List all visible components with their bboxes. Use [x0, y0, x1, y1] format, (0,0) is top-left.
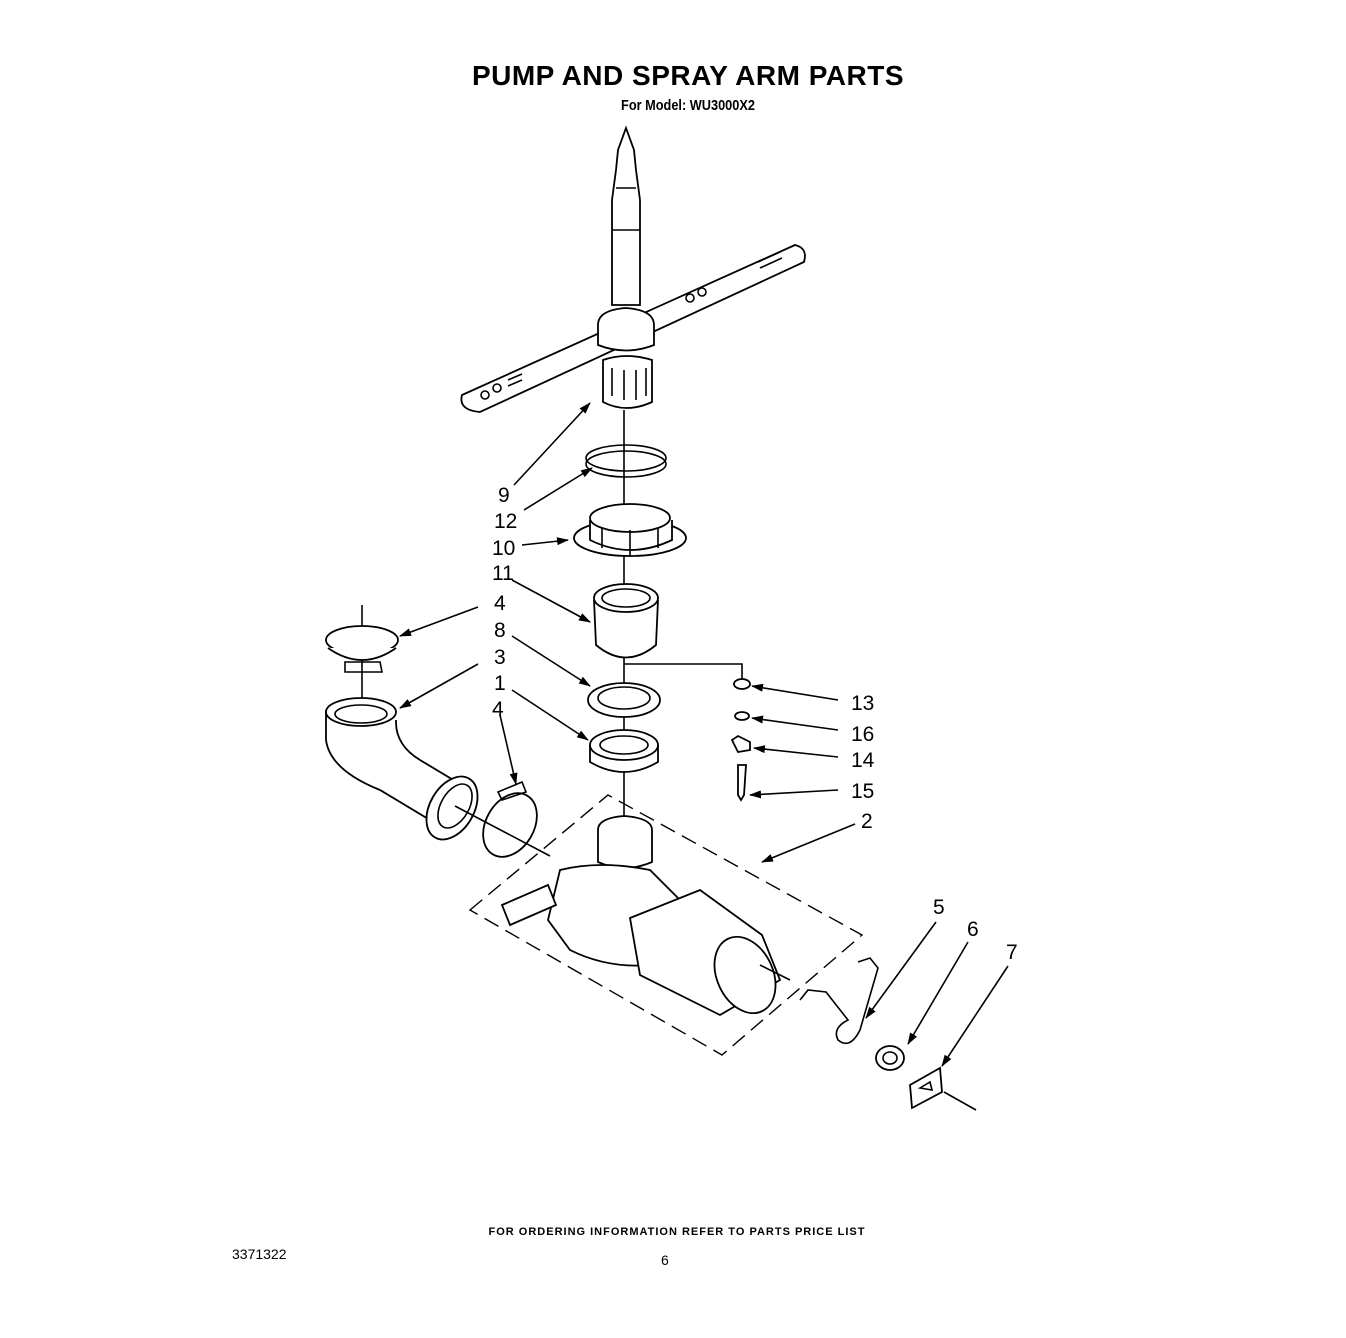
- callout-4-upper: 4: [494, 592, 506, 615]
- spray-arm: [460, 125, 806, 413]
- page-title: PUMP AND SPRAY ARM PARTS: [471, 60, 905, 91]
- callout-7: 7: [1006, 941, 1018, 964]
- callout-10: 10: [492, 537, 515, 560]
- cup: [593, 583, 659, 659]
- hose-clamp-lower: [454, 780, 551, 858]
- callout-13: 13: [851, 692, 874, 715]
- callout-14: 14: [851, 749, 875, 772]
- snap-ring: [585, 444, 667, 478]
- callout-12: 12: [494, 510, 517, 533]
- callout-3: 3: [494, 646, 506, 669]
- callout-11: 11: [492, 562, 514, 585]
- page-number: 6: [661, 1252, 669, 1268]
- mounting-hardware: [624, 663, 751, 802]
- callout-15: 15: [851, 780, 874, 803]
- leader-lines: [399, 402, 1009, 1067]
- callout-9: 9: [498, 484, 510, 507]
- pump-motor-assembly: [468, 794, 864, 1056]
- callout-4-lower: 4: [492, 698, 504, 721]
- callout-8: 8: [494, 619, 506, 642]
- retainer: [573, 503, 687, 557]
- callout-1: 1: [494, 672, 506, 695]
- callout-2: 2: [861, 810, 873, 833]
- seal-ring: [587, 682, 661, 718]
- bracket: [909, 1066, 977, 1111]
- document-number: 3371322: [232, 1246, 287, 1262]
- callout-16: 16: [851, 723, 874, 746]
- callout-6: 6: [967, 918, 979, 941]
- ordering-info-note: FOR ORDERING INFORMATION REFER TO PARTS …: [488, 1226, 866, 1238]
- model-subtitle: For Model: WU3000X2: [621, 97, 755, 114]
- gasket: [589, 729, 659, 773]
- drain-hose-elbow: [325, 697, 479, 841]
- wire-clip: [799, 957, 879, 1045]
- bushing: [875, 1045, 905, 1071]
- callout-5: 5: [933, 896, 945, 919]
- hose-clamp-upper: [325, 605, 399, 700]
